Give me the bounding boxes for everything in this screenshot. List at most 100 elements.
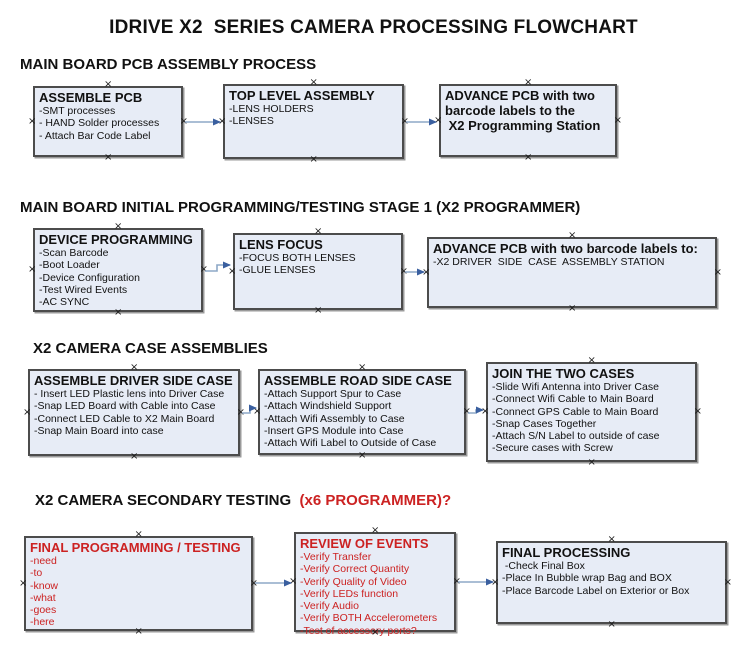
box-line: -Test of accessory ports? — [300, 624, 417, 637]
flowchart-box-assemble-road-side-case[interactable]: × × × × ASSEMBLE ROAD SIDE CASE -Attach … — [253, 363, 471, 461]
connection-handle-icon: × — [587, 457, 596, 468]
connection-handle-icon: × — [693, 406, 702, 417]
connection-handle-icon: × — [371, 627, 380, 638]
box-line: -Test Wired Events — [39, 283, 128, 296]
connection-handle-icon: × — [452, 576, 461, 587]
connection-handle-icon: × — [524, 152, 533, 163]
box-line: - Attach Bar Code Label — [39, 129, 151, 142]
box-title: JOIN THE TWO CASES — [492, 366, 635, 381]
box-title: FINAL PROGRAMMING / TESTING — [30, 540, 241, 555]
section-heading-initial-programming: MAIN BOARD INITIAL PROGRAMMING/TESTING S… — [20, 199, 581, 216]
connection-handle-icon: × — [104, 79, 113, 90]
connection-handle-icon: × — [607, 619, 616, 630]
box-line: -AC SYNC — [39, 296, 90, 309]
connection-handle-icon: × — [289, 576, 298, 587]
box-line: -SMT processes — [39, 105, 116, 117]
flowchart-box-join-the-two-cases[interactable]: × × × × JOIN THE TWO CASES -Slide Wifi A… — [481, 356, 702, 468]
connection-handle-icon: × — [309, 77, 318, 88]
box-line: -Connect LED Cable to X2 Main Board — [34, 412, 215, 425]
flowchart-box-review-of-events[interactable]: × × × × REVIEW OF EVENTS -Verify Transfe… — [289, 526, 461, 638]
box-line: -know — [30, 579, 59, 592]
section-heading-secondary-testing: X2 CAMERA SECONDARY TESTING (x6 PROGRAMM… — [35, 492, 451, 509]
box-line: -Verify LEDs function — [300, 587, 399, 600]
connection-handle-icon: × — [491, 576, 500, 588]
box-line: - Insert LED Plastic lens into Driver Ca… — [34, 388, 225, 400]
connection-handle-icon: × — [434, 114, 443, 126]
connection-handle-icon: × — [399, 265, 408, 277]
box-line: -Place In Bubble wrap Bag and BOX — [502, 572, 672, 585]
connection-handle-icon: × — [358, 362, 367, 373]
connection-handle-icon: × — [400, 115, 409, 127]
box-title: ASSEMBLE ROAD SIDE CASE — [264, 373, 452, 388]
flowchart-box-top-level-assembly[interactable]: × × × × TOP LEVEL ASSEMBLY -LENS HOLDERS… — [218, 78, 409, 165]
box-line: -Verify Quality of Video — [300, 575, 407, 588]
connection-handle-icon: × — [28, 115, 37, 127]
connection-handle-icon: × — [613, 114, 622, 126]
connection-handle-icon: × — [462, 406, 471, 417]
box-line: -LENS HOLDERS — [229, 103, 314, 115]
connector-arrow-road-to-join[interactable] — [468, 406, 484, 414]
box-line: -Attach S/N Label to outside of case — [492, 430, 660, 443]
box-title: ADVANCE PCB with two barcode labels to: — [433, 241, 698, 256]
box-line: -Scan Barcode — [39, 247, 109, 259]
box-line: -here — [30, 616, 55, 629]
connection-handle-icon: × — [249, 577, 258, 589]
box-line: -Device Configuration — [39, 271, 140, 284]
box-line: -Snap Main Board into case — [34, 424, 164, 437]
flowchart-box-advance-pcb-driver-side-station[interactable]: × × × × ADVANCE PCB with two barcode lab… — [422, 231, 722, 314]
box-line: -Boot Loader — [39, 259, 100, 272]
connection-handle-icon: × — [314, 305, 323, 316]
connection-handle-icon: × — [130, 451, 139, 462]
box-line: -Connect GPS Cable to Main Board — [492, 405, 659, 418]
connection-handle-icon: × — [199, 264, 208, 275]
box-line: -to — [30, 567, 43, 580]
connector-arrow-deviceprog-to-lensfocus[interactable] — [205, 261, 231, 272]
box-line: -LENSES — [229, 115, 274, 128]
flowchart-box-final-processing[interactable]: × × × × FINAL PROCESSING -Check Final Bo… — [491, 535, 732, 630]
box-line: -Attach Windshield Support — [264, 400, 392, 413]
flowchart-box-assemble-pcb[interactable]: × × × × ASSEMBLE PCB -SMT processes - HA… — [28, 80, 188, 163]
flowchart-box-assemble-driver-side-case[interactable]: × × × × ASSEMBLE DRIVER SIDE CASE - Inse… — [23, 363, 245, 462]
connection-handle-icon: × — [114, 307, 123, 318]
connection-handle-icon: × — [218, 115, 227, 127]
box-line: -Verify BOTH Accelerometers — [300, 612, 438, 625]
connection-handle-icon: × — [568, 230, 577, 241]
flowchart-box-final-programming-testing[interactable]: × × × × FINAL PROGRAMMING / TESTING -nee… — [19, 530, 258, 637]
flowchart-box-lens-focus[interactable]: × × × × LENS FOCUS -FOCUS BOTH LENSES -G… — [228, 227, 408, 316]
box-line: -X2 DRIVER SIDE CASE ASSEMBLY STATION — [433, 256, 665, 268]
connection-handle-icon: × — [19, 577, 28, 589]
connection-handle-icon: × — [314, 226, 323, 237]
connection-handle-icon: × — [130, 362, 139, 373]
connection-handle-icon: × — [179, 115, 188, 127]
connector-arrow-driver-to-road[interactable] — [242, 404, 257, 414]
connection-handle-icon: × — [134, 626, 143, 637]
connection-handle-icon: × — [371, 525, 380, 536]
box-title: ADVANCE PCB with two barcode labels to t… — [445, 88, 601, 133]
box-line: -GLUE LENSES — [239, 264, 316, 277]
connection-handle-icon: × — [524, 77, 533, 88]
connection-handle-icon: × — [228, 265, 237, 277]
box-line: -Slide Wifi Antenna into Driver Case — [492, 381, 659, 393]
connection-handle-icon: × — [28, 264, 37, 275]
box-line: - HAND Solder processes — [39, 117, 160, 130]
flowchart-box-device-programming[interactable]: × × × × DEVICE PROGRAMMING -Scan Barcode… — [28, 222, 208, 318]
box-line: -goes — [30, 604, 57, 617]
box-line: -Verify Correct Quantity — [300, 563, 410, 576]
flowchart-box-advance-pcb-programming-station[interactable]: × × × × ADVANCE PCB with two barcode lab… — [434, 78, 622, 163]
connection-handle-icon: × — [104, 152, 113, 163]
page-title: IDRIVE X2 SERIES CAMERA PROCESSING FLOWC… — [109, 17, 638, 38]
box-title: TOP LEVEL ASSEMBLY — [229, 88, 375, 103]
box-title: FINAL PROCESSING — [502, 545, 631, 560]
box-line: -need — [30, 555, 57, 567]
connection-handle-icon: × — [713, 266, 722, 278]
connection-handle-icon: × — [723, 576, 732, 588]
connection-handle-icon: × — [236, 406, 245, 418]
box-title: DEVICE PROGRAMMING — [39, 232, 193, 247]
box-line: -Secure cases with Screw — [492, 442, 613, 455]
box-line: -Attach Wifi Assembly to Case — [264, 412, 405, 425]
box-line: -Place Barcode Label on Exterior or Box — [502, 584, 690, 597]
box-line: -Verify Audio — [300, 600, 359, 613]
box-line: -Attach Support Spur to Case — [264, 388, 402, 400]
